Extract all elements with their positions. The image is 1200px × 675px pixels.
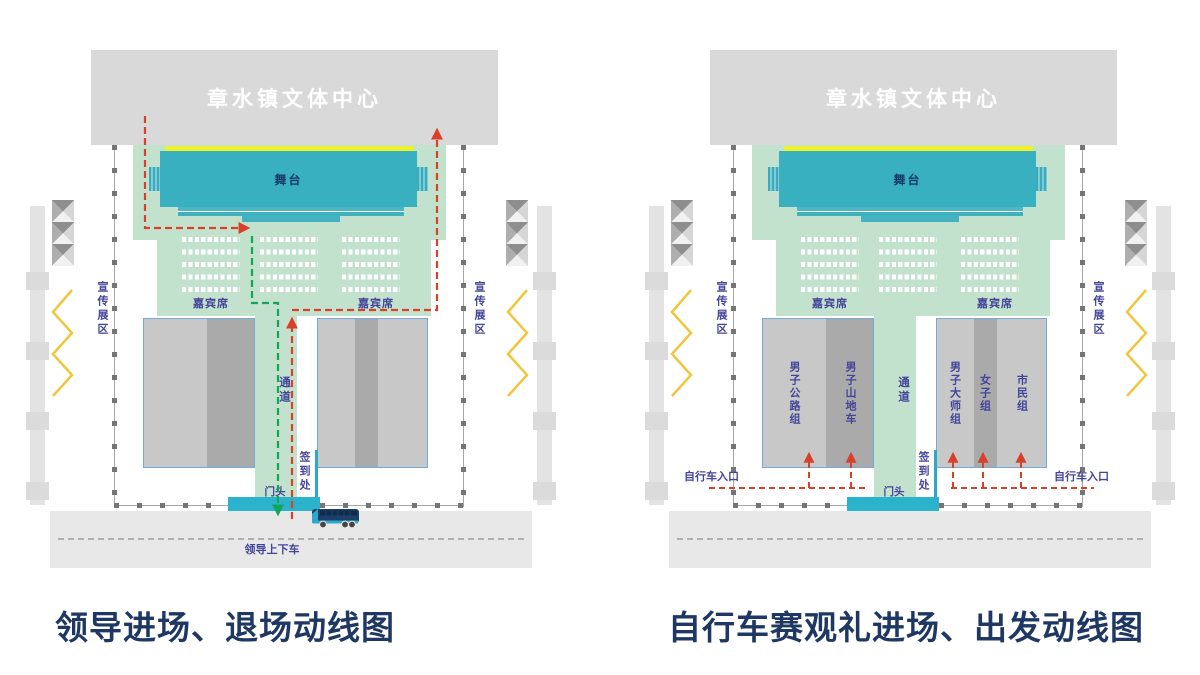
fence-bottom-right xyxy=(320,503,464,508)
venue-building-label: 章水镇文体中心 xyxy=(207,86,382,111)
speaker-stack-icon xyxy=(1125,200,1147,266)
stage-stairs-right xyxy=(1036,167,1047,191)
check-in-marker xyxy=(934,450,937,512)
stage-front-steps-center xyxy=(861,216,959,222)
stage-yellow-edge xyxy=(784,146,1033,151)
promo-area-label-left: 宣传展区 xyxy=(715,281,728,337)
right-wall xyxy=(533,206,556,505)
check-in-label: 签到处 xyxy=(298,451,311,493)
seat-grid xyxy=(879,237,937,292)
seat-grid xyxy=(342,237,400,292)
crowd-block-right xyxy=(317,318,428,468)
stage: 舞台 xyxy=(779,151,1036,207)
seat-grid xyxy=(260,237,318,292)
gate-canopy xyxy=(847,497,939,512)
fence-left xyxy=(112,145,117,507)
group-label-mens-road: 男子公路组 xyxy=(788,360,801,426)
zigzag-banner-left xyxy=(51,289,74,397)
bicycle-flow-diagram: 章水镇文体中心 宣传展区 宣传展区 舞台 嘉宾席 嘉宾席 xyxy=(619,0,1200,570)
aisle-label: 通道 xyxy=(278,376,292,405)
gate-label: 门头 xyxy=(883,486,905,498)
venue-building: 章水镇文体中心 xyxy=(91,50,498,145)
right-wall xyxy=(1152,206,1175,505)
central-passage xyxy=(874,314,916,498)
fence-bottom-left xyxy=(114,503,228,508)
zigzag-banner-right xyxy=(506,289,529,397)
leader-flow-diagram: 章水镇文体中心 宣传展区 宣传展区 舞台 嘉宾席 嘉宾席 xyxy=(0,0,600,570)
venue-building: 章水镇文体中心 xyxy=(710,50,1117,145)
seat-grid xyxy=(961,237,1019,292)
speaker-stack-icon xyxy=(52,200,74,266)
fence-left xyxy=(731,145,736,507)
stage-front-steps xyxy=(178,207,404,216)
stage-label: 舞台 xyxy=(274,172,303,187)
road xyxy=(669,511,1151,568)
fence-right xyxy=(1080,145,1085,507)
road-center-line xyxy=(58,538,524,540)
guest-seats-label-left: 嘉宾席 xyxy=(812,297,848,310)
left-wall xyxy=(26,206,49,505)
fence-bottom-right xyxy=(939,503,1083,508)
zigzag-banner-right xyxy=(1125,289,1148,397)
seat-grid xyxy=(182,237,240,292)
gate-canopy xyxy=(228,497,320,512)
fence-right xyxy=(461,145,466,507)
stage-yellow-edge xyxy=(165,146,414,151)
stage-label: 舞台 xyxy=(893,172,922,187)
promo-area-label-right: 宣传展区 xyxy=(473,281,486,337)
bike-entrance-label-left: 自行车入口 xyxy=(684,470,739,483)
group-label-mens-mtb: 男子山地车 xyxy=(844,360,857,426)
leader-diagram-caption: 领导进场、退场动线图 xyxy=(55,608,395,647)
guest-seats-label-right: 嘉宾席 xyxy=(977,297,1013,310)
group-label-womens: 女子组 xyxy=(978,373,992,413)
stage-stairs-right xyxy=(417,167,428,191)
check-in-label: 签到处 xyxy=(917,451,930,493)
promo-area-label-right: 宣传展区 xyxy=(1092,281,1105,337)
guest-seats-label-right: 嘉宾席 xyxy=(358,297,394,310)
venue-building-label: 章水镇文体中心 xyxy=(826,86,1001,111)
guest-seats-label-left: 嘉宾席 xyxy=(193,297,229,310)
stage-front-steps-center xyxy=(242,216,340,222)
group-label-mens-masters: 男子大师组 xyxy=(948,360,962,426)
check-in-marker xyxy=(315,450,318,512)
stage: 舞台 xyxy=(160,151,417,207)
stage-front-steps xyxy=(797,207,1023,216)
road-center-line xyxy=(677,538,1143,540)
group-label-citizens: 市民组 xyxy=(1015,373,1029,413)
promo-area-label-left: 宣传展区 xyxy=(96,281,109,337)
stage-stairs-left xyxy=(768,167,779,191)
leader-dropoff-label: 领导上下车 xyxy=(244,543,300,556)
road xyxy=(50,511,532,568)
left-wall xyxy=(645,206,668,505)
bike-entrance-label-right: 自行车入口 xyxy=(1054,470,1109,483)
zigzag-banner-left xyxy=(670,289,693,397)
crowd-block-left xyxy=(143,318,255,468)
speaker-stack-icon xyxy=(506,200,528,266)
bicycle-diagram-caption: 自行车赛观礼进场、出发动线图 xyxy=(668,608,1144,647)
stage-stairs-left xyxy=(149,167,160,191)
aisle-label: 通道 xyxy=(897,376,911,405)
speaker-stack-icon xyxy=(671,200,693,266)
seat-grid xyxy=(801,237,859,292)
central-passage xyxy=(255,314,297,498)
fence-bottom-left xyxy=(733,503,847,508)
crowd-block-right xyxy=(936,318,1047,468)
crowd-block-left xyxy=(762,318,874,468)
